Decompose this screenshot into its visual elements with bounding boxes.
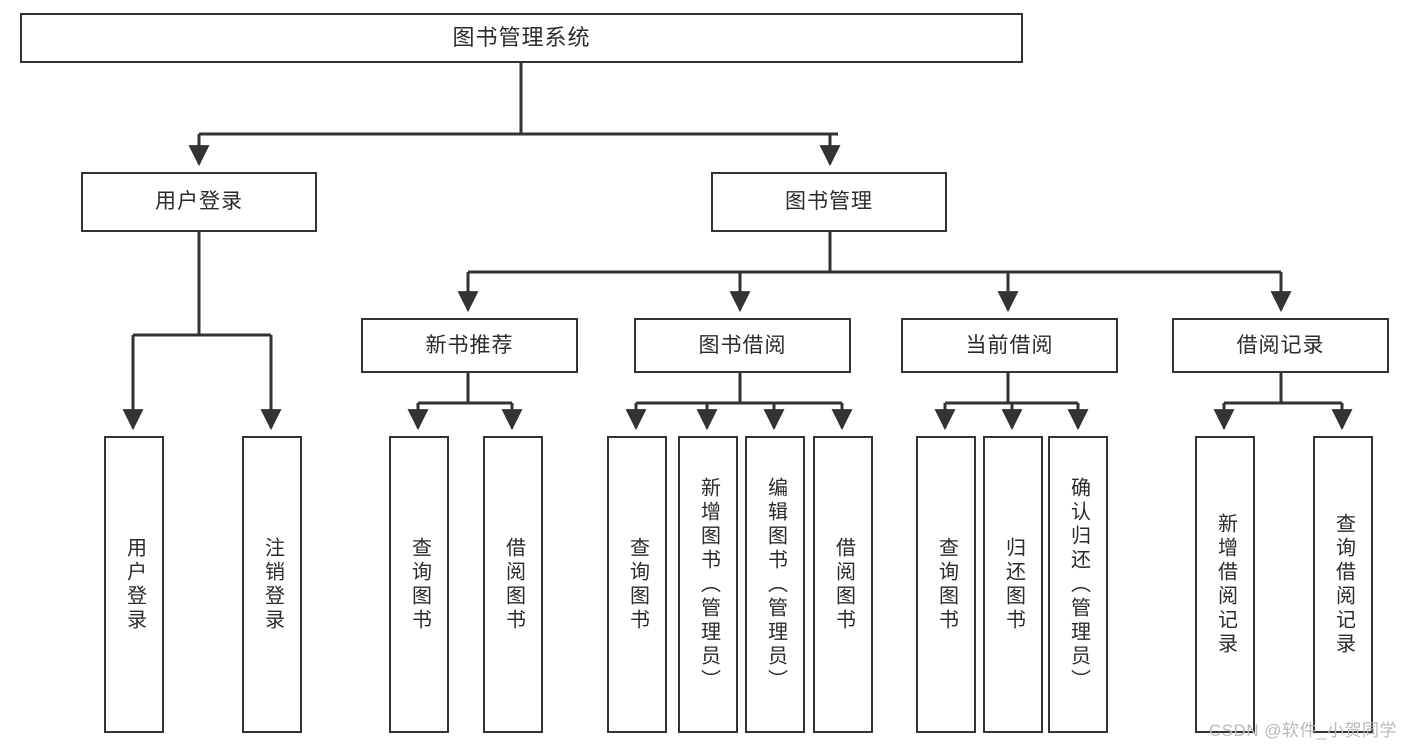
node-label: 借阅图书 — [502, 536, 525, 633]
node-label: 注销登录 — [261, 536, 284, 633]
leaf-new-book-borrow[interactable]: 借阅图书 — [483, 436, 543, 733]
node-label: 新增图书（管理员） — [697, 476, 720, 693]
node-label: 用户登录 — [155, 190, 243, 214]
node-label: 图书借阅 — [698, 333, 787, 357]
leaf-query-borrow-record[interactable]: 查询借阅记录 — [1313, 436, 1373, 733]
leaf-user-logout[interactable]: 注销登录 — [242, 436, 302, 733]
leaf-return-book[interactable]: 归还图书 — [983, 436, 1043, 733]
node-label: 借阅图书 — [832, 536, 855, 633]
leaf-new-book-query[interactable]: 查询图书 — [389, 436, 449, 733]
leaf-borrow-book[interactable]: 借阅图书 — [813, 436, 873, 733]
leaf-current-query-book[interactable]: 查询图书 — [916, 436, 976, 733]
leaf-user-login[interactable]: 用户登录 — [104, 436, 164, 733]
node-label: 新书推荐 — [425, 333, 514, 357]
leaf-borrow-query-book[interactable]: 查询图书 — [607, 436, 667, 733]
node-current-borrow[interactable]: 当前借阅 — [901, 318, 1118, 373]
node-borrow-record[interactable]: 借阅记录 — [1172, 318, 1389, 373]
node-label: 图书管理系统 — [452, 24, 591, 50]
node-label: 归还图书 — [1002, 536, 1025, 633]
node-root-system[interactable]: 图书管理系统 — [20, 13, 1023, 63]
node-label: 查询图书 — [935, 536, 958, 633]
leaf-confirm-return-admin[interactable]: 确认归还（管理员） — [1048, 436, 1108, 733]
node-label: 新增借阅记录 — [1214, 512, 1237, 657]
node-label: 当前借阅 — [965, 333, 1054, 357]
node-label: 查询借阅记录 — [1332, 512, 1355, 657]
node-label: 图书管理 — [785, 190, 873, 214]
leaf-add-book-admin[interactable]: 新增图书（管理员） — [678, 436, 738, 733]
node-label: 用户登录 — [123, 536, 146, 633]
node-label: 确认归还（管理员） — [1067, 476, 1090, 693]
node-book-management[interactable]: 图书管理 — [711, 172, 947, 232]
node-label: 借阅记录 — [1236, 333, 1325, 357]
watermark-text: CSDN @软件_小贺同学 — [1208, 721, 1397, 740]
node-label: 查询图书 — [408, 536, 431, 633]
leaf-edit-book-admin[interactable]: 编辑图书（管理员） — [745, 436, 805, 733]
node-book-borrow[interactable]: 图书借阅 — [634, 318, 851, 373]
node-new-book-recommend[interactable]: 新书推荐 — [361, 318, 578, 373]
leaf-add-borrow-record[interactable]: 新增借阅记录 — [1195, 436, 1255, 733]
node-label: 编辑图书（管理员） — [764, 476, 787, 693]
node-label: 查询图书 — [626, 536, 649, 633]
node-user-login[interactable]: 用户登录 — [81, 172, 317, 232]
